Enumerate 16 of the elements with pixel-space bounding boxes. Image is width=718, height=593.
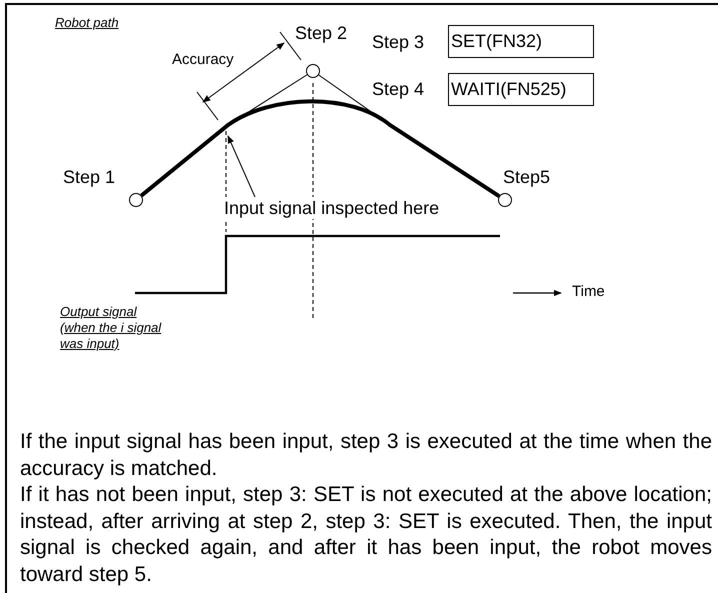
command-box: SET(FN32)	[448, 25, 594, 58]
step-label: Step 3	[372, 31, 424, 53]
step-label: Step 4	[372, 78, 424, 100]
callout-text: Input signal inspected here	[224, 197, 440, 219]
note-text: Output signal (when the i signal was input)	[60, 304, 162, 352]
note-text: Robot path	[55, 15, 119, 31]
description-paragraph: If it has not been input, step 3: SET is not executed at the above location; instead, after arriving at step 2, step 3: SET is executed. Then, the input signal is checked again, and after it has been input, the robot moves toward step 5.	[20, 482, 712, 588]
step-label: Step5	[503, 166, 550, 188]
step-label: Step 1	[63, 166, 116, 188]
label-text: Time	[572, 283, 605, 301]
leader-line	[228, 135, 256, 198]
robot-path	[140, 99, 500, 198]
command-box: WAITI(FN525)	[448, 73, 594, 106]
description-paragraph: If the input signal has been input, step 3 is executed at the time when the accuracy is matched.	[20, 429, 712, 482]
step-label: Step 2	[295, 22, 348, 44]
label-text: Accuracy	[172, 51, 234, 69]
